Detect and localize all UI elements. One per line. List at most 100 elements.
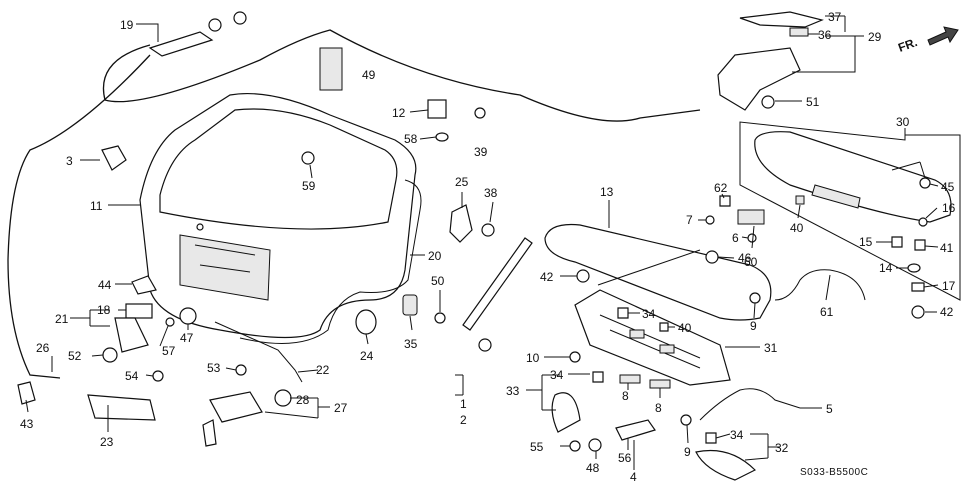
latch-21 [114,317,149,353]
callout-number: 1 [460,397,467,411]
callout-number: 8 [622,389,629,403]
tailgate-panel [139,92,417,339]
grip-33 [551,392,581,433]
clip-9a [749,292,761,304]
callout-number: 49 [362,68,376,82]
callout-number: 51 [806,95,820,109]
callout-number: 47 [180,331,194,345]
clip-40a [795,195,805,205]
callout-number: 60 [744,255,758,269]
drawing-code: S033-B5500C [800,467,868,478]
callout-number: 52 [68,349,82,363]
callout-number: 33 [506,384,520,398]
callout-number: 5 [826,402,833,416]
clip-9b [680,414,692,426]
callout-number: 22 [316,363,330,377]
clip-46 [705,250,719,264]
callout-number: 36 [818,28,832,42]
callout-number: 15 [859,235,873,249]
callout-number: 45 [941,180,955,194]
clip-34b [592,371,604,383]
callout-number: 34 [550,368,564,382]
callout-number: 10 [526,351,540,365]
clip-3 [101,145,127,171]
clip-42b [911,305,925,319]
clip-6 [747,233,757,243]
callout-number: 24 [360,349,374,363]
grommet-28 [274,389,292,407]
callout-number: 42 [540,270,554,284]
clip-45 [919,177,931,189]
rod-22 [214,321,303,383]
callout-number: 59 [302,179,316,193]
grommet-47 [179,307,197,325]
cap-58 [435,132,449,142]
callout-number: 39 [474,145,488,159]
clip-55 [569,440,581,452]
bolt-1 [478,338,492,352]
bolt-54 [152,370,164,382]
bumper-24 [355,309,377,335]
bracket-12 [427,99,447,119]
callout-number: 54 [125,369,139,383]
callout-number: 40 [678,321,692,335]
callout-number: 58 [404,132,418,146]
switch-18 [125,303,153,319]
clip-44 [131,275,157,295]
latch-23 [87,394,156,421]
cylinder-27 [209,391,263,423]
clip-40b [659,322,669,332]
callout-number: 26 [36,341,50,355]
callout-number: 25 [455,175,469,189]
callout-number: 12 [392,106,406,120]
callout-number: 61 [820,305,834,319]
callout-number: 9 [750,319,757,333]
callout-number: 13 [600,185,614,199]
callout-number: 57 [162,344,176,358]
harness-61 [774,269,866,301]
clip-34a [617,307,629,319]
callout-number: 37 [828,10,842,24]
callout-number: 18 [97,303,111,317]
bolt-51 [761,95,775,109]
callout-number: 11 [90,199,103,213]
release-cable-left [7,54,151,379]
callout-number: 44 [98,278,112,292]
bumper-25 [449,204,473,243]
callout-number: 31 [764,341,778,355]
bolt-38 [481,223,495,237]
clip-48 [588,438,602,452]
callout-number: 4 [630,470,637,484]
key [202,419,217,447]
callout-number: 53 [207,361,221,375]
callout-number: 34 [730,428,744,442]
callout-number: 2 [460,413,467,427]
callout-number: 3 [66,154,73,168]
gas-stay [462,237,533,331]
bolt-39 [474,107,486,119]
cover-56 [615,419,656,441]
callout-number: 29 [868,30,882,44]
callout-number: 30 [896,115,910,129]
callout-number: 8 [655,401,662,415]
bolt-50 [434,312,446,324]
front-direction-indicator: FR. [896,26,959,55]
clip-43 [17,381,36,405]
pad-8b [649,379,671,389]
lock-cylinder [148,11,247,57]
callout-number: 19 [120,18,134,32]
clip-17 [911,282,925,292]
garnish-panel [544,223,772,321]
pad-8a [619,374,641,384]
callout-number: 40 [790,221,804,235]
weatherstrip [239,179,422,344]
bumper-35 [402,294,418,316]
nut-41 [914,239,926,251]
clip-34c [705,432,717,444]
callout-number: 46 [738,251,752,265]
callout-number: 6 [732,231,739,245]
callout-number: 48 [586,461,600,475]
callout-number: 17 [942,279,956,293]
callout-number: 14 [879,261,893,275]
